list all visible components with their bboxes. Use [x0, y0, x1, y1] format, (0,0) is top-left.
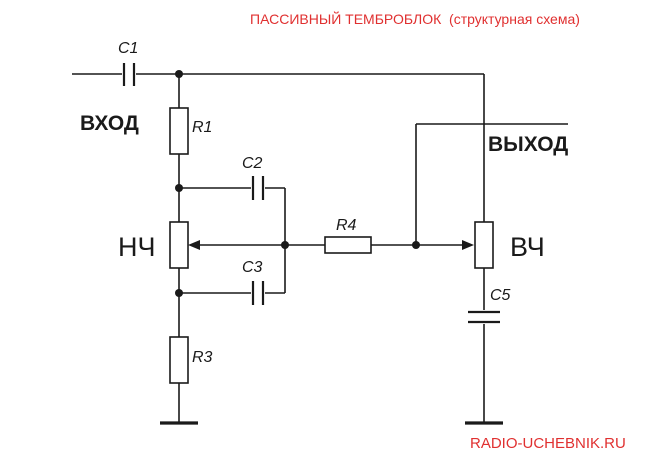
- capacitor-c5: [468, 310, 500, 324]
- label-output: ВЫХОД: [488, 133, 568, 156]
- resistor-r4: [324, 236, 372, 254]
- label-c3: C3: [242, 259, 263, 276]
- wiper-arrow-treble: [462, 240, 474, 250]
- label-c5: C5: [490, 287, 511, 304]
- site-footer: RADIO-UCHEBNIK.RU: [470, 435, 626, 452]
- label-bass: НЧ: [118, 232, 156, 262]
- label-r3: R3: [192, 349, 213, 366]
- resistor-r1: [169, 107, 189, 155]
- potentiometer-bass: [169, 221, 189, 269]
- diagram-title: ПАССИВНЫЙ ТЕМБРОБЛОК (структурная схема): [250, 10, 580, 27]
- wiper-arrow-bass: [188, 240, 200, 250]
- resistor-r3: [169, 336, 189, 384]
- capacitor-c3-branch: [179, 281, 285, 305]
- capacitor-c2-branch: [179, 176, 285, 200]
- output-line: [415, 123, 568, 245]
- label-c1: C1: [118, 40, 138, 57]
- label-c2: C2: [242, 155, 263, 172]
- label-r4: R4: [336, 217, 357, 234]
- label-treble: ВЧ: [510, 232, 545, 262]
- potentiometer-treble: [474, 221, 494, 269]
- label-input: ВХОД: [80, 112, 139, 135]
- capacitor-c1: [122, 63, 136, 86]
- label-r1: R1: [192, 119, 212, 136]
